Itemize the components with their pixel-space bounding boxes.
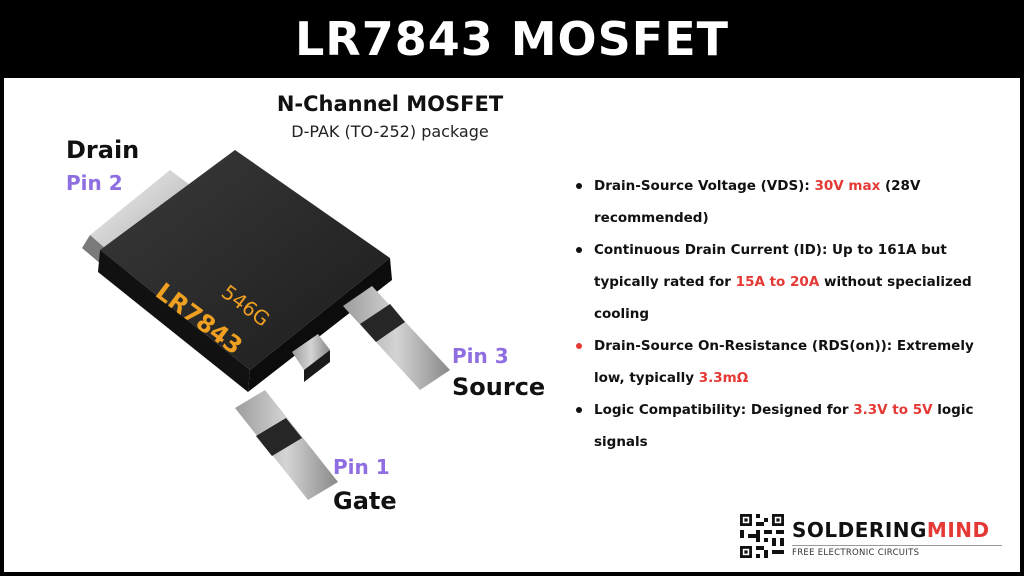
spec-highlight: 30V max xyxy=(814,178,881,194)
frame-border-bottom xyxy=(0,572,1024,576)
source-lead xyxy=(343,286,450,390)
qr-code-icon xyxy=(740,514,784,558)
spec-item: Drain-Source Voltage (VDS): 30V max (28V… xyxy=(574,170,994,234)
spec-highlight: 3.3V to 5V xyxy=(853,402,933,418)
spec-highlight: 15A to 20A xyxy=(735,274,820,290)
bullet-dot-icon xyxy=(576,407,582,413)
brand-name: SOLDERINGMIND xyxy=(792,518,990,542)
brand-divider xyxy=(792,545,1002,546)
frame-border-right xyxy=(1020,78,1024,576)
package-body-side xyxy=(248,258,392,392)
drain-pin-number: Pin 2 xyxy=(66,171,123,195)
brand-tagline: FREE ELECTRONIC CIRCUITS xyxy=(792,548,920,558)
mosfet-illustration: 546G LR7843 xyxy=(82,150,450,500)
drain-label: Drain xyxy=(66,136,140,164)
gate-lead-dark xyxy=(256,418,302,456)
brand-name-part1: SOLDERING xyxy=(792,518,927,542)
spec-text: logic signals xyxy=(594,402,974,450)
spec-item: Continuous Drain Current (ID): Up to 161… xyxy=(574,234,994,330)
page-header: LR7843 MOSFET xyxy=(0,0,1024,78)
gate-label: Gate xyxy=(333,487,397,515)
source-lead-dark xyxy=(360,304,405,342)
package-body-top xyxy=(100,150,390,370)
spec-text: Drain-Source On-Resistance (RDS(on)): Ex… xyxy=(594,338,974,386)
device-type: N-Channel MOSFET xyxy=(276,92,504,116)
brand-logo: SOLDERINGMIND FREE ELECTRONIC CIRCUITS xyxy=(740,514,1002,564)
center-lead-stub xyxy=(292,334,330,370)
device-package: D-PAK (TO-252) package xyxy=(291,122,489,141)
source-label: Source xyxy=(452,373,546,401)
source-pin-number: Pin 3 xyxy=(452,344,509,368)
page-title: LR7843 MOSFET xyxy=(294,12,729,66)
package-body-front xyxy=(98,250,250,392)
bullet-dot-icon xyxy=(576,247,582,253)
spec-highlight: 3.3mΩ xyxy=(698,370,749,386)
specs-list: Drain-Source Voltage (VDS): 30V max (28V… xyxy=(574,170,994,458)
spec-text: Drain-Source Voltage (VDS): xyxy=(594,178,815,194)
spec-text: Logic Compatibility: Designed for xyxy=(594,402,854,418)
center-lead-stub-dark xyxy=(304,350,330,382)
spec-item: Drain-Source On-Resistance (RDS(on)): Ex… xyxy=(574,330,994,394)
bullet-dot-icon xyxy=(576,183,582,189)
spec-text: Continuous Drain Current (ID): Up to 161… xyxy=(594,242,947,290)
spec-text: (28V recommended) xyxy=(594,178,921,226)
gate-pin-number: Pin 1 xyxy=(333,455,390,479)
bullet-dot-icon xyxy=(576,343,582,349)
spec-text: without specialized cooling xyxy=(594,274,972,322)
spec-item: Logic Compatibility: Designed for 3.3V t… xyxy=(574,394,994,458)
frame-border-left xyxy=(0,78,4,576)
brand-name-part2: MIND xyxy=(926,518,990,542)
